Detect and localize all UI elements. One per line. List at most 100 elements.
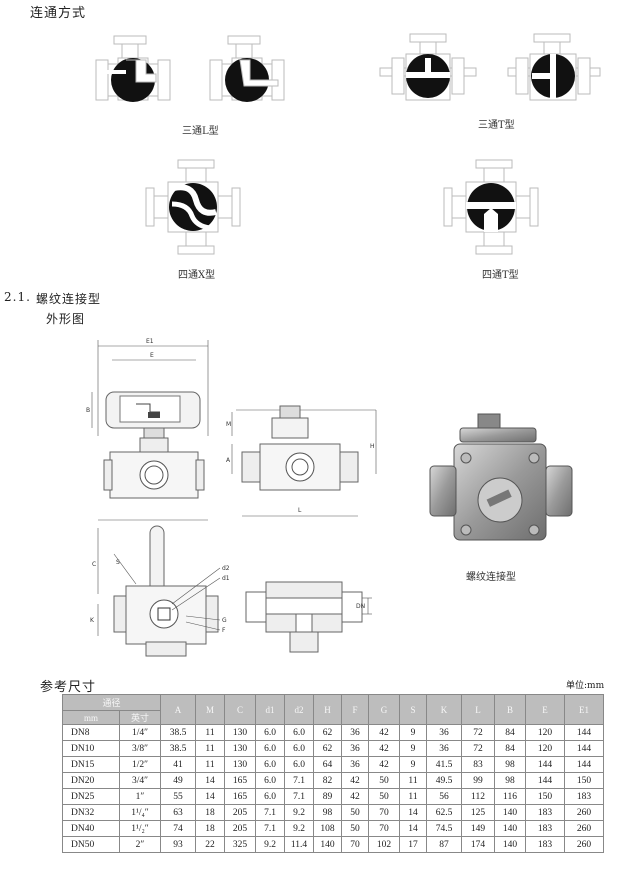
table-cell: 150	[525, 788, 565, 805]
table-cell: 74.5	[426, 820, 462, 837]
table-cell: 49.5	[426, 772, 462, 789]
label-F: F	[222, 627, 226, 634]
caption-three-way-t: 三通T型	[478, 120, 515, 131]
reference-title: 参考尺寸	[40, 680, 97, 695]
table-cell: 7.1	[255, 804, 285, 821]
table-cell: 72	[461, 740, 495, 757]
table-cell: 130	[224, 740, 256, 757]
table-cell: 70	[341, 836, 369, 853]
table-cell: 14	[195, 788, 225, 805]
table-cell: 130	[224, 724, 256, 741]
label-E1: E1	[146, 338, 154, 345]
table-cell: 50	[368, 772, 400, 789]
three-way-t-diagram-1	[379, 33, 477, 101]
label-E: E	[150, 352, 154, 359]
table-cell: 6.0	[284, 740, 314, 757]
table-cell: 9	[399, 740, 427, 757]
cell-bore-inch: 2″	[119, 836, 161, 853]
top-view-drawing: C S K d2 d1 G F	[90, 525, 230, 657]
cell-bore-inch: 1″	[119, 788, 161, 805]
table-cell: 140	[494, 820, 526, 837]
table-cell: 144	[525, 756, 565, 773]
header-mm: mm	[62, 710, 120, 725]
cell-bore-mm: DN32	[62, 804, 120, 821]
table-cell: 18	[195, 820, 225, 837]
reference-dimension-table: 通径 A M C d1 d2 H F G S K L B E E1 mm 英寸 …	[62, 694, 604, 853]
cell-bore-inch: 1¹/₂″	[119, 820, 161, 837]
table-cell: 14	[195, 772, 225, 789]
label-K: K	[90, 617, 95, 624]
table-cell: 165	[224, 772, 256, 789]
three-way-l-diagram-1	[95, 35, 171, 102]
four-way-t-diagram	[443, 159, 539, 255]
header-col: L	[461, 694, 495, 725]
table-cell: 112	[461, 788, 495, 805]
table-cell: 183	[525, 820, 565, 837]
cell-bore-mm: DN20	[62, 772, 120, 789]
table-cell: 11.4	[284, 836, 314, 853]
table-cell: 260	[564, 836, 604, 853]
table-cell: 62	[313, 740, 342, 757]
table-cell: 84	[494, 740, 526, 757]
table-cell: 14	[399, 804, 427, 821]
label-M: M	[226, 421, 231, 428]
label-B: B	[86, 407, 90, 414]
table-cell: 6.0	[255, 772, 285, 789]
table-cell: 18	[195, 804, 225, 821]
valve-photo	[429, 413, 573, 541]
table-cell: 36	[341, 740, 369, 757]
cell-bore-mm: DN40	[62, 820, 120, 837]
section-subtitle-outline: 外形图	[46, 312, 86, 326]
table-cell: 260	[564, 804, 604, 821]
table-cell: 6.0	[255, 724, 285, 741]
section-view-drawing: DN	[245, 581, 372, 653]
table-cell: 140	[313, 836, 342, 853]
table-cell: 70	[368, 820, 400, 837]
header-col: C	[224, 694, 256, 725]
cell-bore-inch: 3/4″	[119, 772, 161, 789]
table-cell: 7.1	[255, 820, 285, 837]
table-cell: 125	[461, 804, 495, 821]
cell-bore-inch: 3/8″	[119, 740, 161, 757]
table-cell: 9	[399, 724, 427, 741]
cell-bore-inch: 1/4″	[119, 724, 161, 741]
label-G: G	[222, 617, 227, 624]
caption-three-way-l: 三通L型	[182, 126, 219, 137]
table-cell: 144	[564, 724, 604, 741]
table-cell: 42	[341, 772, 369, 789]
table-cell: 36	[341, 724, 369, 741]
header-col: K	[426, 694, 462, 725]
header-col: d1	[255, 694, 285, 725]
table-cell: 72	[461, 724, 495, 741]
table-cell: 89	[313, 788, 342, 805]
table-cell: 205	[224, 804, 256, 821]
table-cell: 98	[494, 756, 526, 773]
table-cell: 17	[399, 836, 427, 853]
three-way-l-diagram-2	[209, 35, 285, 102]
table-cell: 64	[313, 756, 342, 773]
table-cell: 6.0	[255, 740, 285, 757]
label-H: H	[370, 443, 375, 450]
unit-label: 单位:mm	[566, 681, 605, 691]
label-A: A	[226, 457, 231, 464]
table-cell: 42	[368, 740, 400, 757]
label-C: C	[92, 561, 96, 568]
table-cell: 11	[195, 724, 225, 741]
label-S: S	[116, 559, 120, 566]
table-cell: 62	[313, 724, 342, 741]
table-cell: 144	[525, 772, 565, 789]
table-cell: 42	[368, 756, 400, 773]
label-DN: DN	[356, 603, 365, 610]
table-cell: 120	[525, 740, 565, 757]
label-L: L	[298, 507, 302, 514]
caption-four-way-x: 四通X型	[178, 270, 216, 281]
header-col: M	[195, 694, 225, 725]
header-col: H	[313, 694, 342, 725]
table-cell: 42	[341, 788, 369, 805]
cell-bore-mm: DN15	[62, 756, 120, 773]
